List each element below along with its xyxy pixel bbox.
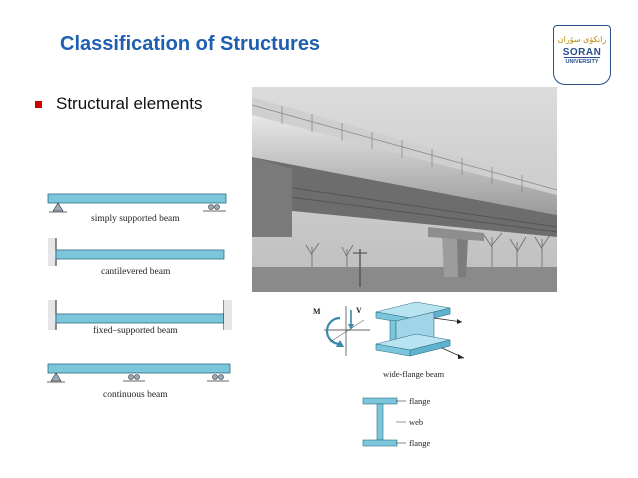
caption-wide-flange-beam: wide-flange beam: [383, 369, 445, 379]
caption-fixed-supported-beam: fixed–supported beam: [93, 326, 178, 336]
wide-flange-beam-diagram: [375, 301, 465, 359]
moment-label: M: [313, 307, 321, 316]
i-section-leaders: [396, 400, 406, 444]
logo-divider: [564, 57, 600, 58]
bullet-square-icon: [35, 101, 42, 108]
label-flange-top: flange: [409, 396, 431, 406]
caption-simply-supported-beam: simply supported beam: [91, 214, 180, 224]
shear-label: V: [356, 306, 362, 315]
logo-arabic-text: زانكۆی سۆران: [557, 35, 607, 44]
caption-continuous-beam: continuous beam: [103, 390, 168, 400]
simply-supported-beam-diagram: [47, 193, 227, 213]
fixed-supported-beam-diagram: [48, 300, 232, 330]
slide-title: Classification of Structures: [60, 33, 321, 55]
continuous-beam-diagram: [47, 363, 231, 383]
cantilevered-beam-diagram: [48, 238, 225, 266]
logo-text-soran: SORAN: [562, 47, 602, 58]
caption-cantilevered-beam: cantilevered beam: [101, 267, 171, 277]
logo-text-university: UNIVERSITY: [565, 59, 599, 65]
label-web: web: [409, 417, 424, 427]
bullet-structural-elements: Structural elements: [56, 94, 203, 113]
i-section-diagram: [362, 397, 398, 447]
soran-university-logo: زانكۆی سۆران SORAN UNIVERSITY: [553, 25, 611, 85]
moment-shear-diagram: [324, 306, 370, 356]
bridge-photo: [252, 87, 557, 292]
label-flange-bottom: flange: [409, 438, 431, 448]
